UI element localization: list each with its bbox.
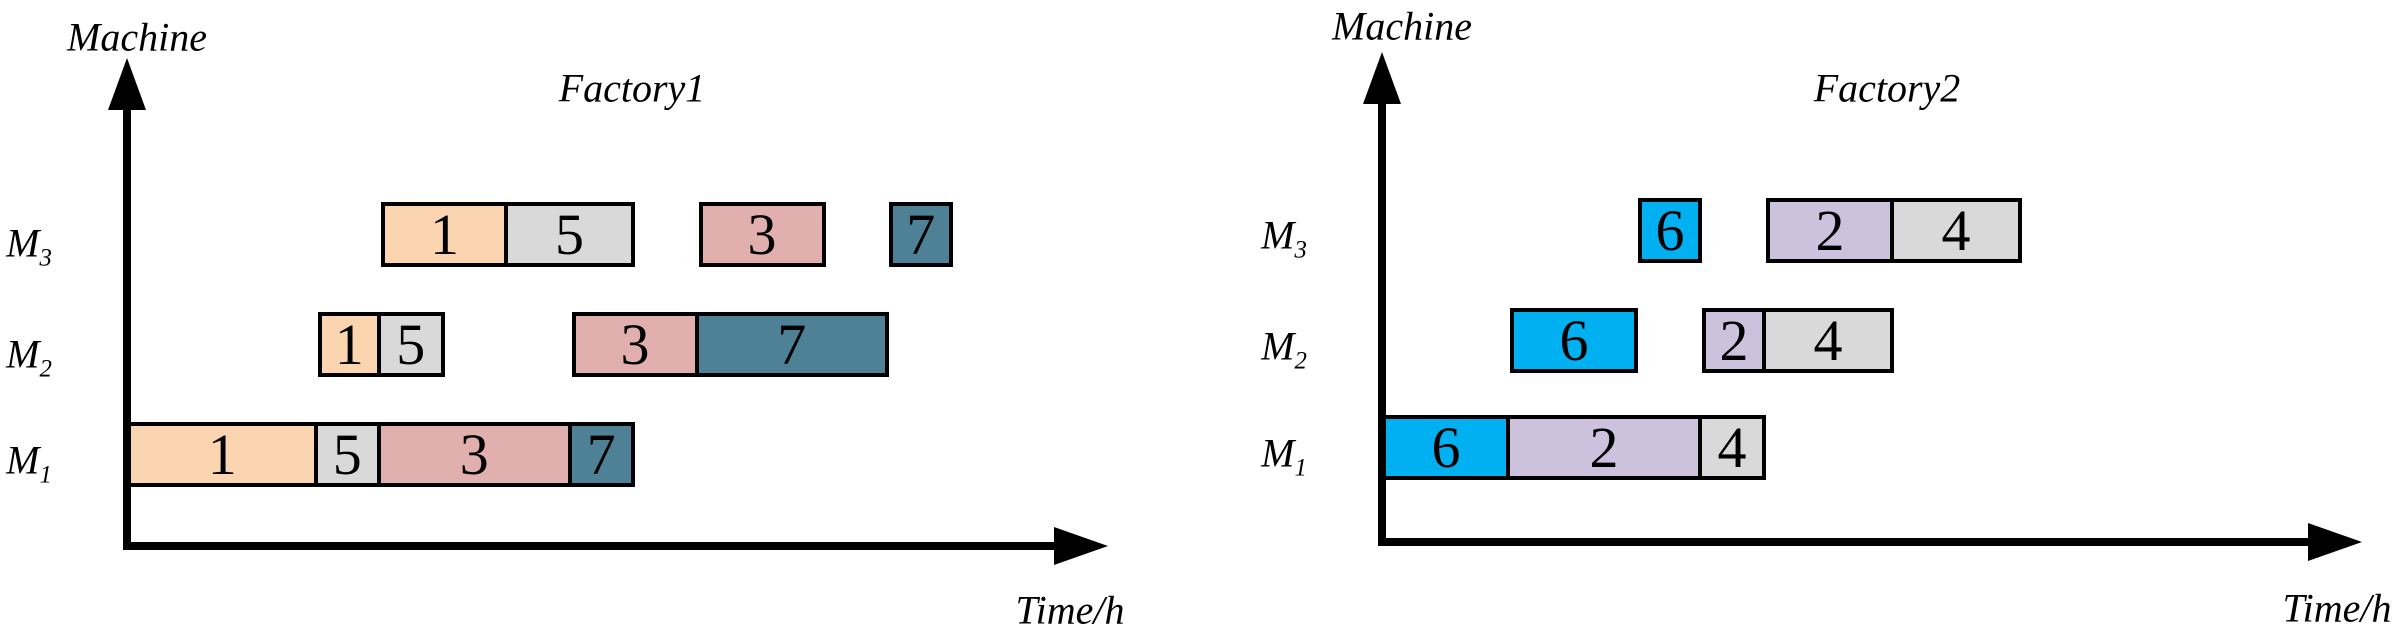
factory1-y-axis-label: Machine	[67, 14, 207, 60]
factory2-task-job6-M1: 6	[1382, 415, 1510, 480]
factory1-y-axis-arrowhead-icon	[108, 58, 146, 110]
factory2-task-job4-M1: 4	[1698, 415, 1766, 480]
factory1-task-job7-M2: 7	[694, 312, 889, 377]
machine-label-text: M	[6, 220, 40, 266]
factory1-task-job7-M3: 7	[889, 202, 953, 267]
factory2-machine-label-M1: M1	[1261, 430, 1307, 481]
factory2-y-axis-line	[1378, 86, 1386, 546]
factory2-x-axis-line	[1382, 538, 2310, 546]
factory1-task-job5-M1: 5	[313, 422, 381, 487]
factory1-x-axis-line	[127, 542, 1056, 550]
factory1-task-job5-M2: 5	[377, 312, 445, 377]
factory1-task-job3-M2: 3	[571, 312, 699, 377]
factory1-task-job3-M3: 3	[698, 202, 826, 267]
factory2-task-job2-M3: 2	[1766, 198, 1894, 263]
factory1-machine-label-M3: M3	[6, 220, 52, 271]
factory1-x-axis-label: Time/h	[1015, 587, 1125, 633]
machine-label-text: M	[1261, 430, 1295, 476]
machine-label-text: M	[1261, 212, 1295, 258]
machine-label-subscript: 3	[1294, 236, 1307, 264]
factory2-machine-label-M3: M3	[1261, 212, 1307, 263]
factory1-task-job1-M2: 1	[317, 312, 381, 377]
machine-label-subscript: 3	[39, 244, 52, 272]
factory1-task-job1-M1: 1	[127, 422, 318, 487]
factory2-task-job6-M3: 6	[1638, 198, 1702, 263]
factory1-task-job7-M1: 7	[567, 422, 635, 487]
factory2-machine-label-M2: M2	[1261, 323, 1307, 374]
machine-label-text: M	[6, 437, 40, 483]
factory2-title: Factory2	[1813, 65, 1961, 111]
factory2-task-job6-M2: 6	[1510, 308, 1638, 373]
factory1-x-axis-arrowhead-icon	[1054, 527, 1108, 565]
factory1-task-job1-M3: 1	[381, 202, 508, 267]
factory2-task-job2-M2: 2	[1702, 308, 1766, 373]
factory2-y-axis-label: Machine	[1332, 3, 1472, 49]
factory1-machine-label-M2: M2	[6, 331, 52, 382]
machine-label-text: M	[1261, 323, 1295, 369]
factory2-task-job4-M2: 4	[1762, 308, 1894, 373]
factory2-x-axis-arrowhead-icon	[2308, 523, 2362, 561]
factory2-task-job2-M1: 2	[1506, 415, 1702, 480]
factory2-x-axis-label: Time/h	[2282, 585, 2392, 631]
factory1-title: Factory1	[558, 65, 706, 111]
factory2-task-job4-M3: 4	[1890, 198, 2022, 263]
factory1-y-axis-line	[123, 90, 131, 550]
machine-label-subscript: 2	[39, 355, 52, 383]
factory1-task-job3-M1: 3	[377, 422, 572, 487]
machine-label-subscript: 1	[1294, 454, 1307, 482]
machine-label-text: M	[6, 331, 40, 377]
factory1-task-job5-M3: 5	[504, 202, 635, 267]
machine-label-subscript: 2	[1294, 347, 1307, 375]
factory1-machine-label-M1: M1	[6, 437, 52, 488]
machine-label-subscript: 1	[39, 461, 52, 489]
factory2-y-axis-arrowhead-icon	[1363, 52, 1401, 104]
